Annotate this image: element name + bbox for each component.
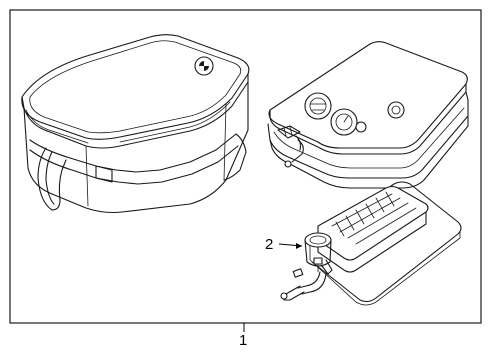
diagram-frame [9, 9, 482, 324]
callout-1: 1 [239, 323, 247, 349]
roundel-logo-icon [194, 56, 214, 76]
callout-2-label: 2 [265, 236, 273, 253]
kit-box [267, 41, 469, 189]
storage-case [21, 34, 250, 214]
callout-1-label: 1 [239, 332, 247, 349]
callout-2: 2 [265, 236, 303, 253]
compressor-unit [280, 181, 462, 306]
